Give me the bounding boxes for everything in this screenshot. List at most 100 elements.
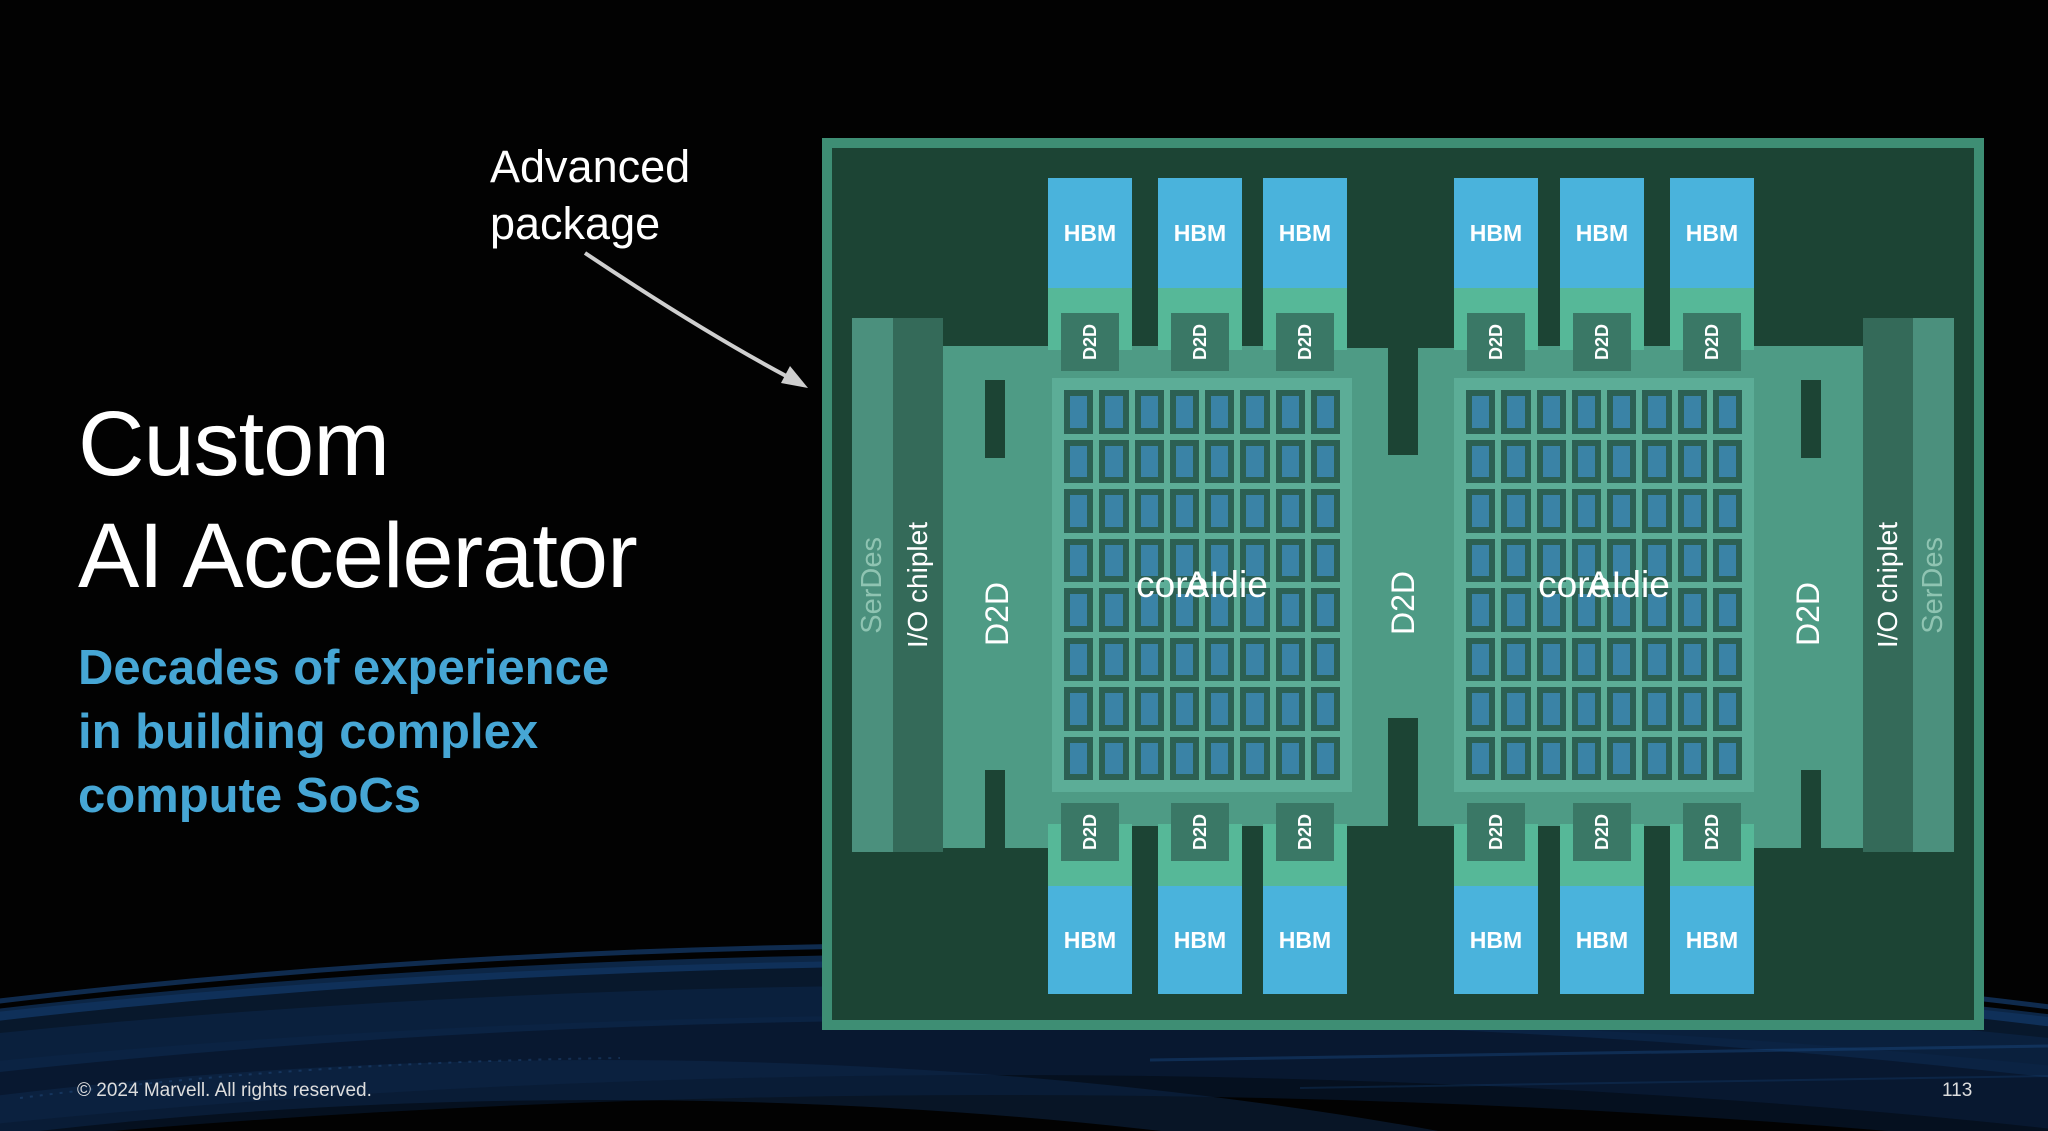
core-grid-cell bbox=[1099, 489, 1129, 533]
core-grid-cell bbox=[1099, 588, 1129, 632]
core-grid-cell bbox=[1099, 538, 1129, 582]
hbm-module: HBM bbox=[1670, 886, 1754, 994]
core-grid-cell bbox=[1240, 687, 1270, 731]
core-die-label: AI core die bbox=[1136, 564, 1268, 605]
core-grid-cell bbox=[1240, 538, 1270, 582]
core-grid-cell bbox=[1240, 637, 1270, 681]
core-grid-cell bbox=[1064, 439, 1094, 483]
io-chiplet-strip-right: I/O chiplet bbox=[1863, 318, 1913, 852]
ai-core-die-left: AI core die bbox=[1052, 378, 1352, 792]
subtitle-line-2: in building complex bbox=[78, 705, 539, 759]
core-grid-cell bbox=[1607, 439, 1637, 483]
ai-core-die-right: AI core die bbox=[1454, 378, 1754, 792]
core-grid-cell bbox=[1240, 439, 1270, 483]
d2d-block: D2D bbox=[1171, 803, 1229, 861]
core-grid-cell bbox=[1169, 538, 1199, 582]
core-grid-cell bbox=[1642, 390, 1672, 434]
core-grid-cell bbox=[1099, 736, 1129, 780]
core-grid-cell bbox=[1275, 439, 1305, 483]
core-grid-cell bbox=[1466, 588, 1496, 632]
core-grid-cell bbox=[1712, 390, 1742, 434]
core-grid-cell bbox=[1205, 736, 1235, 780]
core-grid-cell bbox=[1536, 439, 1566, 483]
core-grid-cell bbox=[1310, 390, 1340, 434]
core-grid-cell bbox=[1310, 489, 1340, 533]
core-grid-cell bbox=[1607, 588, 1637, 632]
io-chiplet-label: I/O chiplet bbox=[902, 521, 933, 649]
core-grid-cell bbox=[1205, 390, 1235, 434]
core-grid-cell bbox=[1466, 637, 1496, 681]
core-grid-cell bbox=[1712, 538, 1742, 582]
d2d-block: D2D bbox=[1061, 313, 1119, 371]
callout-line-2: package bbox=[490, 198, 661, 249]
core-grid-cell bbox=[1501, 637, 1531, 681]
core-grid-cell bbox=[1134, 687, 1164, 731]
core-grid-cell bbox=[1275, 489, 1305, 533]
d2d-block: D2D bbox=[1276, 803, 1334, 861]
d2d-label: D2D bbox=[1384, 570, 1421, 635]
core-grid-cell bbox=[1466, 489, 1496, 533]
core-grid-cell bbox=[1571, 489, 1601, 533]
core-grid-cell bbox=[1607, 489, 1637, 533]
core-grid-cell bbox=[1310, 439, 1340, 483]
core-grid-cell bbox=[1536, 538, 1566, 582]
core-grid-cell bbox=[1466, 687, 1496, 731]
core-grid-cell bbox=[1310, 687, 1340, 731]
io-chiplet-label: I/O chiplet bbox=[1872, 521, 1903, 649]
core-grid-cell bbox=[1169, 588, 1199, 632]
core-grid-cell bbox=[1677, 637, 1707, 681]
core-grid-cell bbox=[1712, 687, 1742, 731]
core-grid-cell bbox=[1677, 588, 1707, 632]
core-grid-cell bbox=[1642, 588, 1672, 632]
core-grid-cell bbox=[1677, 736, 1707, 780]
hbm-module: HBM bbox=[1048, 178, 1132, 288]
core-grid-cell bbox=[1134, 489, 1164, 533]
core-grid-cell bbox=[1501, 439, 1531, 483]
core-grid-cell bbox=[1169, 489, 1199, 533]
core-grid-cell bbox=[1205, 588, 1235, 632]
core-grid-cell bbox=[1536, 736, 1566, 780]
core-grid-cell bbox=[1099, 637, 1129, 681]
core-grid-cell bbox=[1275, 538, 1305, 582]
core-grid-cell bbox=[1501, 538, 1531, 582]
core-grid bbox=[1454, 378, 1754, 792]
core-grid-cell bbox=[1310, 736, 1340, 780]
core-grid-cell bbox=[1607, 538, 1637, 582]
core-grid-cell bbox=[1205, 439, 1235, 483]
d2d-label: D2D bbox=[1790, 581, 1826, 646]
page-subtitle: Decades of experience in building comple… bbox=[78, 636, 609, 828]
title-line-1: Custom bbox=[78, 393, 390, 495]
hbm-module: HBM bbox=[1263, 178, 1347, 288]
core-grid-cell bbox=[1310, 538, 1340, 582]
subtitle-line-1: Decades of experience bbox=[78, 641, 610, 695]
hbm-module: HBM bbox=[1158, 178, 1242, 288]
package-notch bbox=[1388, 718, 1418, 826]
d2d-block: D2D bbox=[1171, 313, 1229, 371]
core-grid-cell bbox=[1677, 439, 1707, 483]
core-grid-cell bbox=[1099, 390, 1129, 434]
core-grid-cell bbox=[1642, 736, 1672, 780]
subtitle-line-3: compute SoCs bbox=[78, 769, 422, 823]
core-grid-cell bbox=[1607, 687, 1637, 731]
core-grid-cell bbox=[1712, 439, 1742, 483]
d2d-block: D2D bbox=[1467, 313, 1525, 371]
core-grid-cell bbox=[1134, 588, 1164, 632]
core-grid-cell bbox=[1571, 390, 1601, 434]
hbm-module: HBM bbox=[1048, 886, 1132, 994]
core-grid-cell bbox=[1240, 489, 1270, 533]
core-grid-cell bbox=[1571, 637, 1601, 681]
d2d-block: D2D bbox=[1467, 803, 1525, 861]
core-grid-cell bbox=[1642, 538, 1672, 582]
io-chiplet-strip-left: I/O chiplet bbox=[893, 318, 943, 852]
footer-copyright: © 2024 Marvell. All rights reserved. bbox=[77, 1080, 372, 1101]
core-grid-cell bbox=[1064, 588, 1094, 632]
core-grid-cell bbox=[1134, 637, 1164, 681]
package-notch bbox=[1801, 380, 1821, 458]
core-grid-cell bbox=[1466, 736, 1496, 780]
core-grid-cell bbox=[1275, 637, 1305, 681]
core-grid-cell bbox=[1642, 439, 1672, 483]
core-grid-cell bbox=[1205, 538, 1235, 582]
d2d-block: D2D bbox=[1683, 803, 1741, 861]
core-grid-cell bbox=[1571, 588, 1601, 632]
core-grid-cell bbox=[1712, 736, 1742, 780]
